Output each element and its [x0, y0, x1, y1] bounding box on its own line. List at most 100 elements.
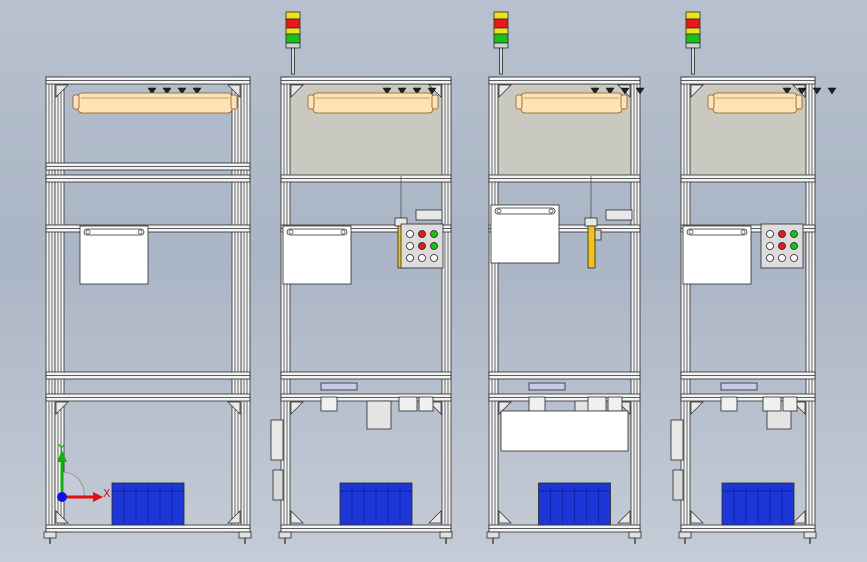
signal-pole [691, 47, 695, 75]
clamp-block [782, 396, 798, 412]
signal-yellow-lamp [493, 11, 509, 20]
control-button [406, 230, 414, 238]
frame-post-right [630, 76, 641, 533]
signal-pole [499, 47, 503, 75]
frame-post-right [240, 76, 251, 533]
control-button [766, 254, 774, 262]
clamp-block [320, 396, 338, 412]
side-regulator [672, 469, 684, 501]
frame-post-left [45, 76, 56, 533]
tray [320, 382, 358, 391]
signal-base [285, 42, 301, 49]
clip-end [688, 229, 694, 235]
side-valve-block [270, 419, 284, 461]
control-panel-box [760, 223, 804, 269]
signal-yellow-lamp-2 [685, 27, 701, 35]
fixture-hanger [782, 87, 792, 95]
work-instruction-panel [682, 225, 752, 285]
signal-green-lamp [685, 33, 701, 44]
signal-yellow-lamp [285, 11, 301, 20]
triad-arc [61, 471, 85, 498]
control-button [778, 254, 786, 262]
gusset [55, 84, 69, 98]
signal-red-lamp [493, 18, 509, 29]
work-instruction-panel [282, 225, 352, 285]
tool-controller [415, 209, 443, 221]
control-button [790, 230, 798, 238]
clip-end [548, 208, 554, 214]
tray [720, 382, 758, 391]
fixture-hanger [412, 87, 422, 95]
fixture-jig [366, 400, 392, 430]
signal-yellow-lamp [685, 11, 701, 20]
clamp-block [418, 396, 434, 412]
side-valve-block [670, 419, 684, 461]
gusset [792, 510, 806, 524]
leveling-foot [43, 531, 57, 539]
signal-red-lamp [685, 18, 701, 29]
frame-post-left [280, 76, 291, 533]
signal-base [685, 42, 701, 49]
y-axis-label: Y [57, 442, 65, 455]
stations-layer [43, 11, 837, 544]
frame-post-right [805, 76, 816, 533]
leveling-foot [439, 531, 453, 539]
leveling-foot [238, 531, 252, 539]
document-panel [282, 225, 352, 285]
frame-post-left [488, 76, 499, 533]
gusset [690, 84, 704, 98]
x-axis-arrowhead [93, 492, 103, 502]
y-axis-arrowhead [57, 450, 67, 462]
fixture-hanger [177, 87, 187, 95]
control-button [766, 230, 774, 238]
leveling-foot [803, 531, 817, 539]
worktable-fixtures [528, 382, 623, 430]
control-button [790, 242, 798, 250]
signal-yellow-lamp-2 [493, 27, 509, 35]
clamp-block [607, 396, 623, 412]
fixture-hanger [605, 87, 615, 95]
fixture-hanger [827, 87, 837, 95]
tool-controller [605, 209, 633, 221]
clamp-block [720, 396, 738, 412]
fixture-endcap-right [795, 94, 803, 110]
signal-yellow-lamp-2 [285, 27, 301, 35]
fixture-endcap-right [230, 94, 238, 110]
storage-bin [538, 482, 611, 526]
gusset [690, 510, 704, 524]
gusset [227, 84, 241, 98]
storage-bin [721, 482, 795, 526]
signal-red-lamp [285, 18, 301, 29]
signal-base [493, 42, 509, 49]
fixture-housing [312, 92, 434, 114]
fixture-hanger [590, 87, 600, 95]
document-clip-rail [83, 228, 145, 236]
control-button [418, 242, 426, 250]
station-2 [270, 11, 453, 544]
control-button [430, 254, 438, 262]
fixture-endcap-left [707, 94, 715, 110]
fixture-hanger [620, 87, 630, 95]
fixture-hanger [397, 87, 407, 95]
signal-green-lamp [285, 33, 301, 44]
fixture-endcap-right [620, 94, 628, 110]
clamp-block [398, 396, 418, 412]
clip-end [288, 229, 294, 235]
fixture-hanger [797, 87, 807, 95]
fixture-endcap-left [307, 94, 315, 110]
control-panel-box [400, 223, 444, 269]
control-button [406, 242, 414, 250]
work-instruction-panel [79, 225, 149, 285]
control-button [406, 254, 414, 262]
gusset [290, 510, 304, 524]
document-clip-rail [686, 228, 748, 236]
gusset [498, 84, 512, 98]
gusset [428, 510, 442, 524]
gusset [227, 510, 241, 524]
station-3 [486, 11, 645, 544]
control-button [430, 242, 438, 250]
frame-post-right-inner [231, 76, 242, 533]
control-button [418, 230, 426, 238]
